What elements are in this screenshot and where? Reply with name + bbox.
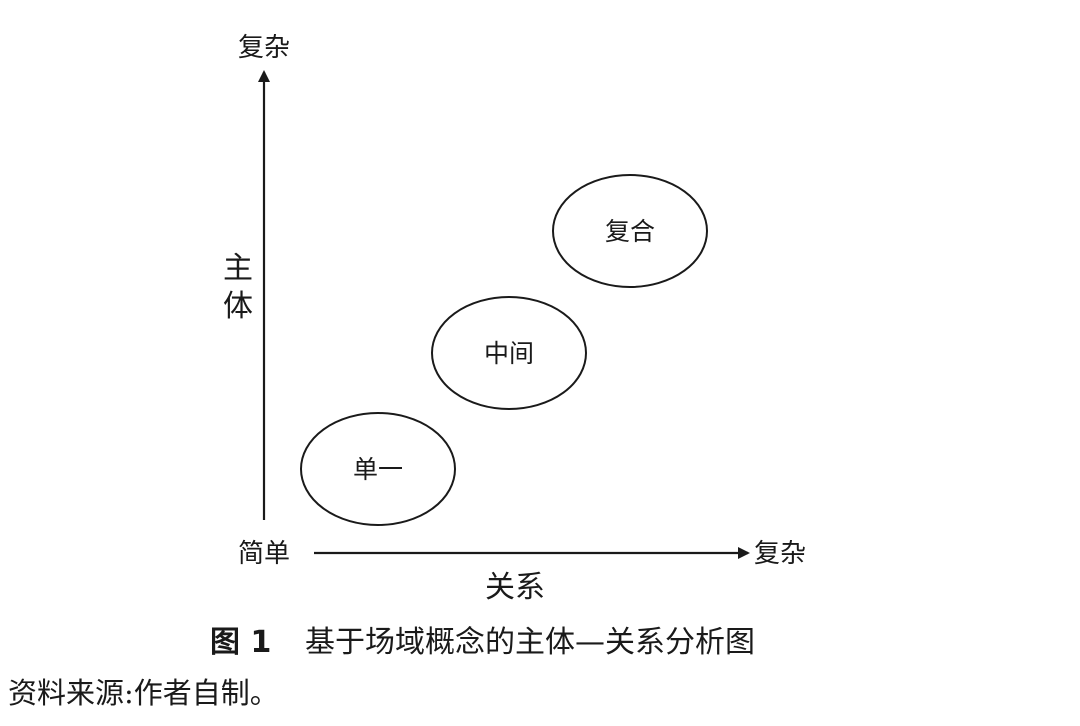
origin-label: 简单 <box>238 539 290 569</box>
y-axis-title-char-1: 主 <box>223 251 253 286</box>
node-composite-label: 复合 <box>605 217 655 246</box>
node-intermediate-ellipse <box>431 296 587 410</box>
node-composite-ellipse <box>552 174 708 288</box>
y-axis-title-char-2: 体 <box>223 289 253 324</box>
figure-number: 图 1 <box>210 625 271 660</box>
y-axis-top-label: 复杂 <box>238 33 290 63</box>
node-single-label: 单一 <box>353 455 403 484</box>
node-single-ellipse <box>300 412 456 526</box>
node-single: 单一 <box>300 412 456 526</box>
figure-caption-text: 基于场域概念的主体—关系分析图 <box>305 625 755 660</box>
node-composite: 复合 <box>552 174 708 288</box>
x-axis-title: 关系 <box>485 570 545 605</box>
node-intermediate: 中间 <box>431 296 587 410</box>
source-note: 资料来源:作者自制。 <box>8 676 279 710</box>
x-axis-end-label: 复杂 <box>754 539 806 569</box>
figure-caption: 图 1 基于场域概念的主体—关系分析图 <box>210 625 755 660</box>
node-intermediate-label: 中间 <box>484 339 534 368</box>
